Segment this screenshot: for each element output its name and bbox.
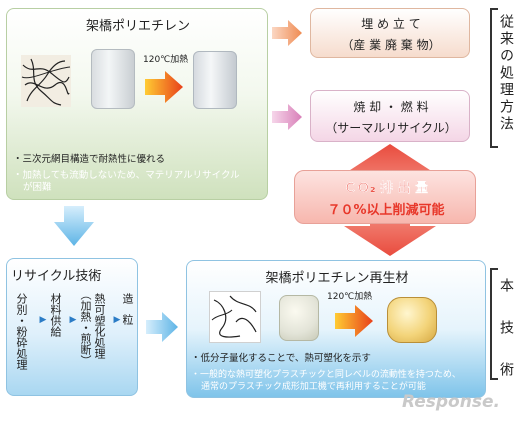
heat-arrow-icon	[145, 71, 183, 103]
recycle-step-heat-shear: （加熱・煎断）	[79, 289, 92, 366]
recycle-step-sort-crush: 分別・粉砕処理	[15, 293, 28, 370]
incineration-sublabel: （サーマルリサイクル）	[325, 121, 457, 135]
recycle-step-granulate: 造粒	[121, 293, 134, 335]
co2-reduction-box: ＣＯ₂ 排 出 量 ７０%以上削減可能	[294, 170, 476, 224]
arrow-to-landfill-icon	[272, 20, 302, 46]
step-arrow-icon: ▶	[68, 315, 78, 325]
conventional-note-2: ・加熱しても流動しないため、マテリアルリサイクル	[13, 170, 240, 181]
xlpe-fiber-image	[21, 55, 71, 107]
conventional-xlpe-title: 架橋ポリエチレン	[85, 19, 190, 34]
co2-emission-label: ＣＯ₂ 排 出 量	[343, 181, 429, 196]
conventional-note-1: ・三次元網目構造で耐熱性に優れる	[13, 154, 166, 165]
sidebar-bracket	[490, 268, 492, 380]
regenerated-fiber-image	[209, 291, 261, 343]
this-technology-label: 本 技 術	[498, 278, 514, 382]
regenerated-block-after-image	[387, 297, 437, 343]
landfill-sublabel: （産 業 廃 棄 物）	[341, 38, 441, 52]
landfill-label: 埋 め 立 て	[361, 17, 421, 31]
heat-arrow-icon	[335, 305, 373, 337]
sidebar-bracket	[490, 378, 498, 380]
sidebar-bracket	[490, 8, 498, 10]
arrow-to-regenerated-icon	[146, 312, 178, 342]
incineration-label: 焼 却 ・ 燃 料	[353, 100, 429, 114]
step-arrow-icon: ▶	[38, 315, 48, 325]
conventional-heat-label: 120℃加熱	[143, 55, 189, 65]
conventional-note-3: が困難	[23, 182, 52, 193]
conventional-xlpe-box: 架橋ポリエチレン 120℃加熱 ・三次元網目構造で耐熱性に優れる ・加熱しても流…	[6, 8, 268, 200]
xlpe-block-before-image	[91, 49, 135, 109]
recycle-step-material-supply: 材料供給	[49, 293, 62, 337]
arrow-down-icon	[54, 206, 94, 246]
conventional-method-label: 従来の処理方法	[498, 14, 514, 133]
regenerated-block-before-image	[279, 295, 319, 341]
response-watermark: Response.	[402, 392, 500, 412]
regenerated-heat-label: 120℃加熱	[327, 292, 373, 302]
co2-reduction-value: ７０%以上削減可能	[327, 203, 445, 218]
regenerated-xlpe-title: 架橋ポリエチレン再生材	[265, 271, 409, 286]
recycle-tech-title: リサイクル技術	[11, 269, 102, 284]
sidebar-bracket	[490, 8, 492, 148]
regenerated-note-2: ・一般的な熱可塑化プラスチックと同レベルの流動性を持つため、	[191, 370, 461, 380]
regenerated-note-1: ・低分子量化することで、熱可塑化を示す	[191, 353, 371, 364]
recycle-step-thermoplastic: 熱可塑化処理	[93, 293, 106, 359]
landfill-box: 埋 め 立 て （産 業 廃 棄 物）	[310, 8, 470, 58]
recycle-tech-box: リサイクル技術 分別・粉砕処理 ▶ 材料供給 ▶ 熱可塑化処理 （加熱・煎断） …	[6, 258, 138, 396]
regenerated-note-3: 通常のプラスチック成形加工機で再利用することが可能	[201, 382, 426, 392]
xlpe-block-after-image	[193, 51, 237, 109]
sidebar-bracket	[490, 268, 498, 270]
arrow-to-incineration-icon	[272, 104, 302, 130]
sidebar-bracket	[490, 146, 498, 148]
incineration-box: 焼 却 ・ 燃 料 （サーマルリサイクル）	[310, 90, 470, 142]
step-arrow-icon: ▶	[112, 315, 122, 325]
regenerated-xlpe-box: 架橋ポリエチレン再生材 120℃加熱 ・低分子量化することで、熱可塑化を示す ・…	[186, 260, 486, 398]
